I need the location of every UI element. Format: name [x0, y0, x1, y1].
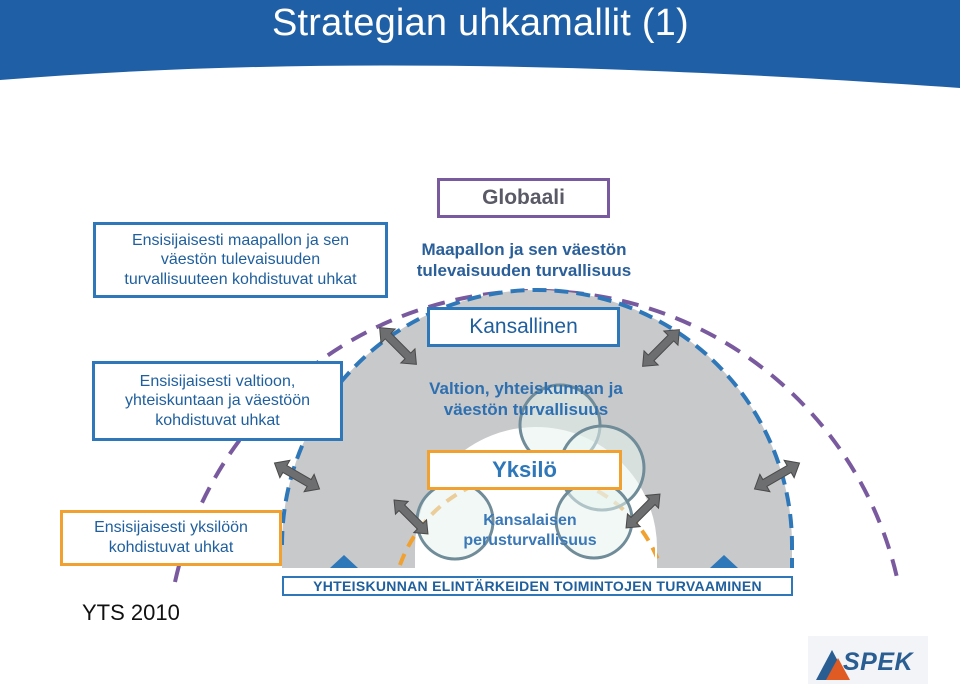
global-threats-box: Ensisijaisesti maapallon ja sen väestön …	[93, 222, 388, 298]
double-arrow-icon	[393, 499, 429, 535]
global-label: Globaali	[437, 178, 610, 218]
foundation-arrows	[330, 555, 738, 568]
individual-threats-box: Ensisijaisesti yksilöön kohdistuvat uhka…	[60, 510, 282, 566]
national-label: Kansallinen	[427, 307, 620, 347]
up-arrow-icon	[330, 555, 358, 568]
header-band	[0, 0, 960, 88]
interaction-arrows	[273, 327, 801, 535]
global-description: Maapallon ja sen väestön tulevaisuuden t…	[416, 240, 632, 280]
double-arrow-icon	[379, 327, 417, 365]
national-boundary-arc	[280, 288, 794, 568]
double-arrow-icon	[273, 459, 321, 493]
individual-description: Kansalaisen perusturvallisuus	[463, 512, 597, 549]
individual-label: Yksilö	[427, 450, 622, 490]
foundation-bar: YHTEISKUNNAN ELINTÄRKEIDEN TOIMINTOJEN T…	[282, 576, 793, 596]
double-arrow-icon	[625, 493, 661, 529]
source-label: YTS 2010	[82, 600, 180, 625]
up-arrow-icon	[710, 555, 738, 568]
spek-logo-icon	[808, 636, 928, 684]
logo-text: SPEK	[843, 648, 914, 676]
slide-title: Strategian uhkamallit (1)	[272, 2, 689, 44]
national-description: Valtion, yhteiskunnan ja väestön turvall…	[429, 379, 623, 419]
double-arrow-icon	[642, 329, 680, 367]
double-arrow-icon	[753, 459, 801, 493]
national-threats-box: Ensisijaisesti valtioon, yhteiskuntaan j…	[92, 361, 343, 441]
